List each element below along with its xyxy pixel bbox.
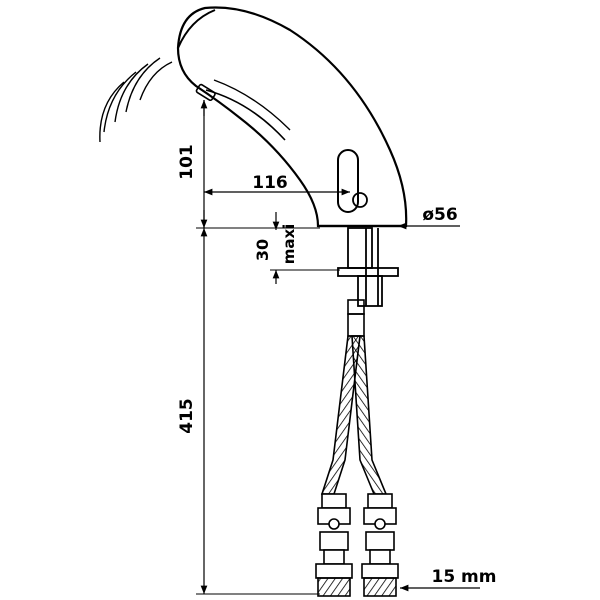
braided-hose-right <box>351 335 388 495</box>
label-deck-thickness-qualifier: maxi <box>280 224 298 265</box>
label-body-diameter: ø56 <box>422 205 457 225</box>
label-spout-reach: 116 <box>252 173 288 193</box>
mounting-shank <box>337 227 399 337</box>
label-connector-size: 15 mm <box>431 567 496 587</box>
label-deck-thickness-value: 30 <box>253 239 272 261</box>
connector-right <box>361 493 399 597</box>
dimension-body-diameter: ø56 <box>398 205 460 230</box>
dimension-spout-reach: 116 <box>204 173 350 196</box>
connector-left <box>315 493 353 597</box>
label-spout-height: 101 <box>177 144 197 180</box>
dimension-shank-length: 415 <box>177 228 320 595</box>
dimension-connector-size: 15 mm <box>400 567 497 592</box>
sensor-waves <box>99 57 173 143</box>
faucet-body <box>176 6 408 228</box>
dimension-spout-height: 101 <box>177 100 320 229</box>
dimension-deck-thickness: 30 maxi <box>253 212 340 284</box>
label-shank-length: 415 <box>177 398 197 434</box>
